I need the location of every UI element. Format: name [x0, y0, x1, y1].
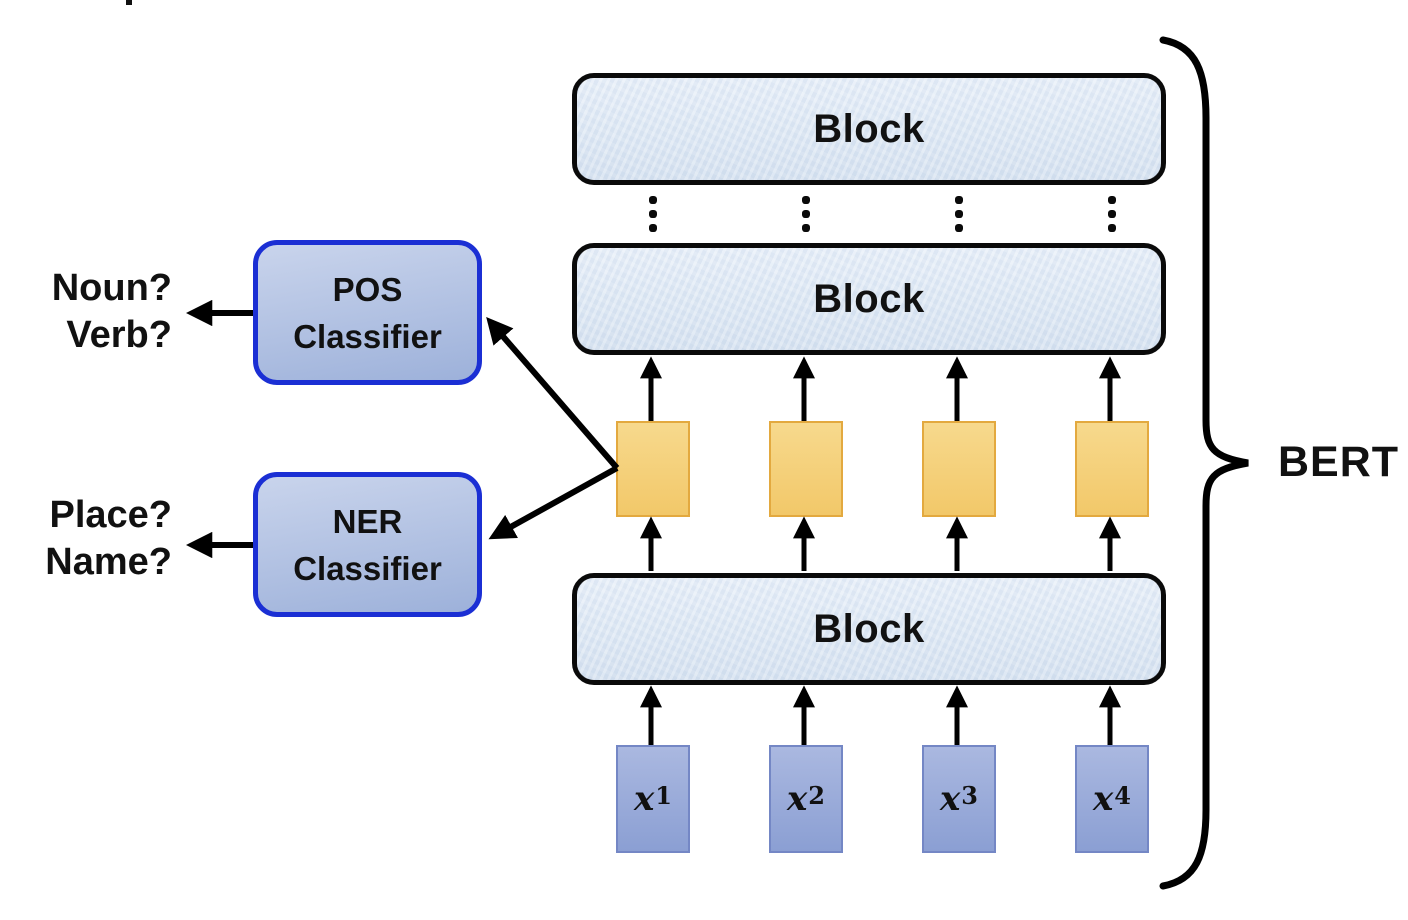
- vertical-ellipsis-icon: [1108, 196, 1116, 232]
- ner-classifier-title: NER: [332, 502, 403, 540]
- arrow-embedding-to-pos-classifier: [486, 317, 620, 470]
- arrows-bottom-block-to-embeddings: [639, 516, 1122, 571]
- block-label: Block: [813, 106, 925, 151]
- vertical-ellipsis-icon: [955, 196, 963, 232]
- input-token-x2: x2: [769, 745, 843, 853]
- input-token-x4: x4: [1075, 745, 1149, 853]
- embedding-box-4: [1075, 421, 1149, 517]
- embedding-box-2: [769, 421, 843, 517]
- bert-label: BERT: [1278, 438, 1400, 486]
- arrows-inputs-to-bottom-block: [639, 685, 1122, 745]
- vertical-ellipsis-icon: [649, 196, 657, 232]
- ner-output-labels: Place? Name?: [45, 492, 172, 586]
- input-label: x4: [1093, 779, 1131, 819]
- input-label: x1: [634, 779, 672, 819]
- vertical-ellipsis-icon: [802, 196, 810, 232]
- input-label: x3: [940, 779, 978, 819]
- pos-question-1: Noun?: [51, 267, 172, 309]
- transformer-block-top: Block: [572, 73, 1166, 185]
- arrows-embeddings-to-middle-block: [639, 356, 1122, 421]
- pos-classifier-box: POS Classifier: [253, 240, 482, 385]
- cropped-text-artifact: [126, 0, 132, 5]
- ner-question-2: Name?: [45, 541, 172, 583]
- input-token-x1: x1: [616, 745, 690, 853]
- arrow-embedding-to-ner-classifier: [488, 465, 619, 540]
- transformer-block-bottom: Block: [572, 573, 1166, 685]
- ner-classifier-subtitle: Classifier: [293, 549, 442, 587]
- input-label: x2: [787, 779, 825, 819]
- embedding-box-1: [616, 421, 690, 517]
- pos-output-labels: Noun? Verb?: [52, 265, 172, 359]
- bert-brace: [1159, 36, 1249, 890]
- block-label: Block: [813, 276, 925, 321]
- pos-question-2: Verb?: [66, 314, 172, 356]
- transformer-block-middle: Block: [572, 243, 1166, 355]
- embedding-box-3: [922, 421, 996, 517]
- input-token-x3: x3: [922, 745, 996, 853]
- pos-classifier-subtitle: Classifier: [293, 317, 442, 355]
- ner-question-1: Place?: [49, 494, 172, 536]
- pos-classifier-title: POS: [332, 270, 403, 308]
- block-label: Block: [813, 606, 925, 651]
- ner-classifier-box: NER Classifier: [253, 472, 482, 617]
